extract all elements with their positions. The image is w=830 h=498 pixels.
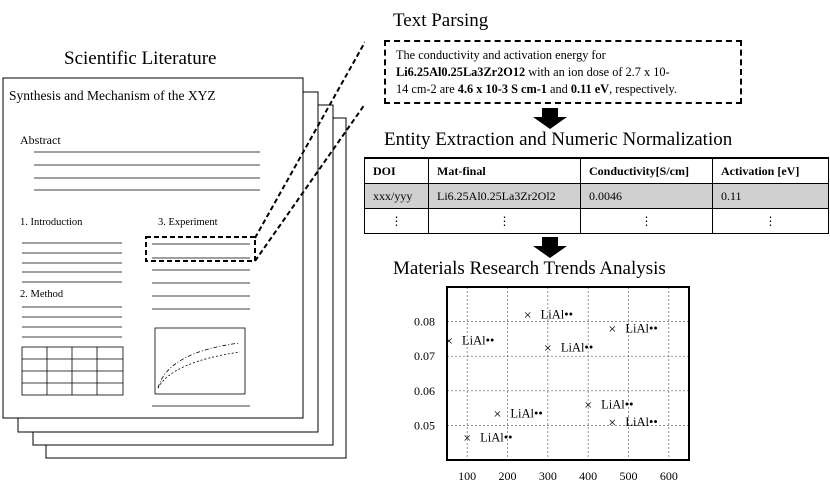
- parse-line-3-end: , respectively.: [609, 82, 677, 96]
- cell-doi: xxx/yyy: [364, 183, 429, 209]
- cell-conductivity: 0.0046: [580, 183, 713, 209]
- scatter-point: ×: [544, 342, 552, 357]
- paper-stack: [2, 41, 365, 459]
- x-tick-label: 100: [458, 469, 476, 483]
- connector-line-top: [254, 41, 365, 239]
- table-row: xxx/yyy Li6.25Al0.25La3Zr2Ol2 0.0046 0.1…: [364, 183, 829, 209]
- header-conductivity: Conductivity[S/cm]: [580, 157, 713, 184]
- cell-activation: 0.11: [712, 183, 829, 209]
- header-doi: DOI: [364, 157, 429, 184]
- header-mat-final: Mat-final: [428, 157, 581, 184]
- parse-line-3-start: 14 cm-2 are: [396, 82, 458, 96]
- x-tick-label: 500: [620, 469, 638, 483]
- point-label: LiAl••: [561, 341, 593, 355]
- x-tick-label: 300: [539, 469, 557, 483]
- point-label: LiAl••: [510, 406, 542, 420]
- y-tick-label: 0.05: [414, 418, 435, 432]
- method-label: 2. Method: [20, 289, 64, 300]
- method-text-lines: [22, 306, 122, 338]
- scatter-point: ×: [584, 399, 592, 414]
- entity-table: DOI Mat-final Conductivity[S/cm] Activat…: [364, 157, 829, 234]
- scatter-point: ×: [608, 416, 616, 431]
- y-tick-label: 0.08: [414, 315, 435, 329]
- parse-conductivity: 4.6 x 10-3 S cm-1: [457, 82, 547, 96]
- cell-ellipsis: ⋮: [428, 208, 581, 234]
- table-row-ellipsis: ⋮ ⋮ ⋮ ⋮: [364, 208, 829, 234]
- point-label: LiAl••: [625, 415, 657, 429]
- trend-scatter-chart: 100 200 300 400 500 600 0.05 0.06 0.07 0.08 × LiAl•…: [414, 286, 690, 483]
- point-label: LiAl••: [541, 308, 573, 322]
- text-parsing-box: The conductivity and activation energy f…: [384, 40, 742, 104]
- cell-ellipsis: ⋮: [364, 208, 429, 234]
- experiment-label: 3. Experiment: [158, 217, 218, 228]
- abstract-label: Abstract: [20, 133, 61, 147]
- parse-material: Li6.25Al0.25La3Zr2O12: [396, 65, 526, 79]
- y-tick-label: 0.07: [414, 349, 435, 363]
- point-label: LiAl••: [601, 398, 633, 412]
- x-tick-label: 200: [499, 469, 517, 483]
- experiment-plot-figure: [154, 327, 246, 395]
- paper-page-front: [2, 77, 304, 419]
- cell-mat-final: Li6.25Al0.25La3Zr2Ol2: [428, 183, 581, 209]
- parse-and: and: [546, 82, 571, 96]
- entity-extraction-heading: Entity Extraction and Numeric Normalizat…: [384, 129, 733, 150]
- entity-table-header: DOI Mat-final Conductivity[S/cm] Activat…: [364, 157, 829, 184]
- abstract-text-lines: [34, 151, 260, 191]
- scatter-point: ×: [463, 432, 471, 447]
- y-tick-label: 0.06: [414, 384, 435, 398]
- scientific-literature-heading: Scientific Literature: [64, 48, 217, 69]
- down-arrow-1: [533, 108, 567, 129]
- scatter-point: ×: [608, 323, 616, 338]
- experiment-text-lines: [152, 243, 250, 407]
- scatter-point: ×: [524, 309, 532, 324]
- parse-line-1: The conductivity and activation energy f…: [396, 48, 606, 62]
- header-activation: Activation [eV]: [712, 157, 829, 184]
- cell-ellipsis: ⋮: [712, 208, 829, 234]
- parse-line-2: with an ion dose of 2.7 x 10-: [525, 65, 670, 79]
- x-tick-label: 400: [579, 469, 597, 483]
- paper-title: Synthesis and Mechanism of the XYZ: [9, 88, 216, 103]
- highlight-box: [145, 236, 256, 262]
- method-table-figure: [21, 346, 124, 396]
- point-label: LiAl••: [462, 334, 494, 348]
- introduction-text-lines: [22, 242, 122, 283]
- introduction-label: 1. Introduction: [20, 217, 83, 228]
- cell-ellipsis: ⋮: [580, 208, 713, 234]
- scatter-point: ×: [445, 335, 453, 350]
- parse-activation: 0.11 eV: [570, 82, 610, 96]
- plot-frame: [446, 286, 690, 461]
- text-parsing-heading: Text Parsing: [393, 10, 489, 31]
- x-tick-label: 600: [660, 469, 678, 483]
- trends-analysis-heading: Materials Research Trends Analysis: [393, 258, 666, 279]
- scatter-point: ×: [493, 407, 501, 422]
- down-arrow-2: [533, 237, 567, 258]
- point-label: LiAl••: [625, 322, 657, 336]
- point-label: LiAl••: [480, 431, 512, 445]
